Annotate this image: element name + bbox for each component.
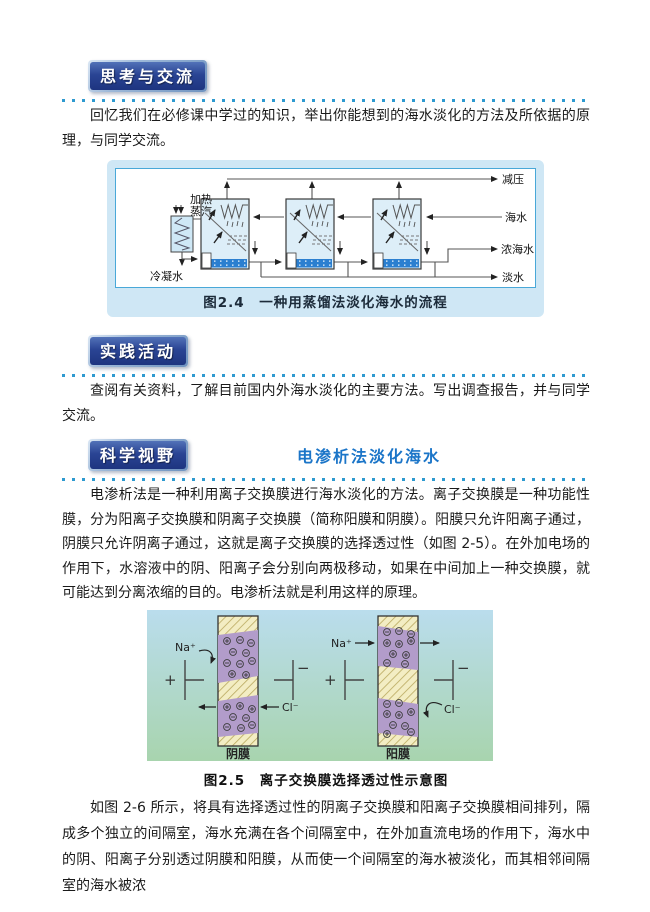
dotted-divider	[62, 478, 590, 481]
na-ion-right: Na⁺	[331, 637, 352, 650]
practice-badge-label: 实践活动	[90, 337, 187, 365]
pipework	[173, 176, 502, 280]
figure-2-4-panel: 减压 海水 浓海水 淡水 加热 蒸汽 冷凝水	[115, 168, 536, 288]
label-concentrated-seawater: 浓海水	[501, 242, 534, 256]
figure-2-4-caption: 图2.4 一种用蒸馏法淡化海水的流程	[203, 295, 448, 311]
electrode-symbols	[184, 659, 454, 700]
anion-membrane-label: 阴膜	[226, 746, 250, 761]
heat-exchanger-coil	[173, 217, 191, 251]
heat-exchanger	[170, 215, 194, 253]
cation-membrane-bar	[377, 614, 419, 747]
practice-badge: 实践活动	[88, 335, 189, 367]
label-heating-steam-2: 蒸汽	[190, 204, 212, 218]
flow-labels: 减压 海水 浓海水 淡水 加热 蒸汽 冷凝水	[150, 173, 534, 284]
minus-sign-left: −	[297, 659, 310, 677]
electrode-signs: + − + −	[164, 659, 470, 689]
plus-sign-right: +	[324, 671, 337, 689]
dotted-divider	[62, 374, 590, 377]
figure-2-5: + − + − Na⁺ Cl⁻ Na⁺ Cl⁻ 阴膜	[147, 609, 493, 761]
think-badge-label: 思考与交流	[90, 62, 206, 90]
ion-exchange-membrane-diagram: + − + − Na⁺ Cl⁻ Na⁺ Cl⁻ 阴膜	[147, 609, 493, 761]
science-badge-wrap: 科学视野	[88, 439, 189, 471]
dotted-divider	[62, 99, 590, 102]
science-paragraph: 电渗析法是一种利用离子交换膜进行海水淡化的方法。离子交换膜是一种功能性膜，分为阳…	[62, 487, 590, 601]
cl-ion-left: Cl⁻	[282, 701, 299, 714]
label-fresh-water: 淡水	[502, 271, 524, 283]
distillation-flow-diagram: 减压 海水 浓海水 淡水 加热 蒸汽 冷凝水	[150, 173, 534, 284]
figure-2-4: 减压 海水 浓海水 淡水 加热 蒸汽 冷凝水 图2.4 一种用蒸馏法淡化海水的流…	[107, 160, 544, 317]
figure-2-5-caption: 图2.5 离子交换膜选择透过性示意图	[203, 772, 449, 789]
section-think: 思考与交流	[88, 60, 590, 92]
anion-membrane-bar	[217, 614, 259, 747]
science-badge: 科学视野	[88, 439, 189, 471]
ion-arrows	[198, 639, 443, 718]
closing-paragraph: 如图 2-6 所示，将具有选择透过性的阴离子交换膜和阳离子交换膜相间排列，隔成多…	[62, 799, 590, 894]
think-paragraph: 回忆我们在必修课中学过的知识，举出你能想到的海水淡化的方法及所依据的原理，与同学…	[62, 108, 590, 149]
evaporation-chamber-2	[286, 199, 334, 269]
think-badge: 思考与交流	[88, 60, 208, 92]
label-seawater: 海水	[505, 210, 527, 224]
cation-membrane-label: 阳膜	[386, 746, 410, 761]
section-science-header: 科学视野 电渗析法淡化海水	[62, 439, 590, 471]
science-badge-label: 科学视野	[90, 441, 187, 469]
evaporation-chamber-3	[373, 199, 421, 269]
section-practice: 实践活动	[88, 335, 590, 367]
plus-sign-left: +	[164, 671, 177, 689]
practice-paragraph: 查阅有关资料，了解目前国内外海水淡化的主要方法。写出调查报告，并与同学交流。	[62, 383, 590, 424]
science-title: 电渗析法淡化海水	[297, 447, 442, 466]
gradient-background	[147, 609, 493, 761]
cl-ion-right: Cl⁻	[444, 703, 461, 716]
label-heating-steam-1: 加热	[190, 193, 212, 206]
ion-labels: Na⁺ Cl⁻ Na⁺ Cl⁻	[175, 637, 461, 716]
na-ion-left: Na⁺	[175, 641, 196, 654]
label-decompression: 减压	[502, 173, 524, 186]
label-condensed-water: 冷凝水	[150, 269, 183, 283]
minus-sign-right: −	[457, 659, 470, 677]
membrane-labels: 阴膜 阳膜	[226, 746, 410, 761]
